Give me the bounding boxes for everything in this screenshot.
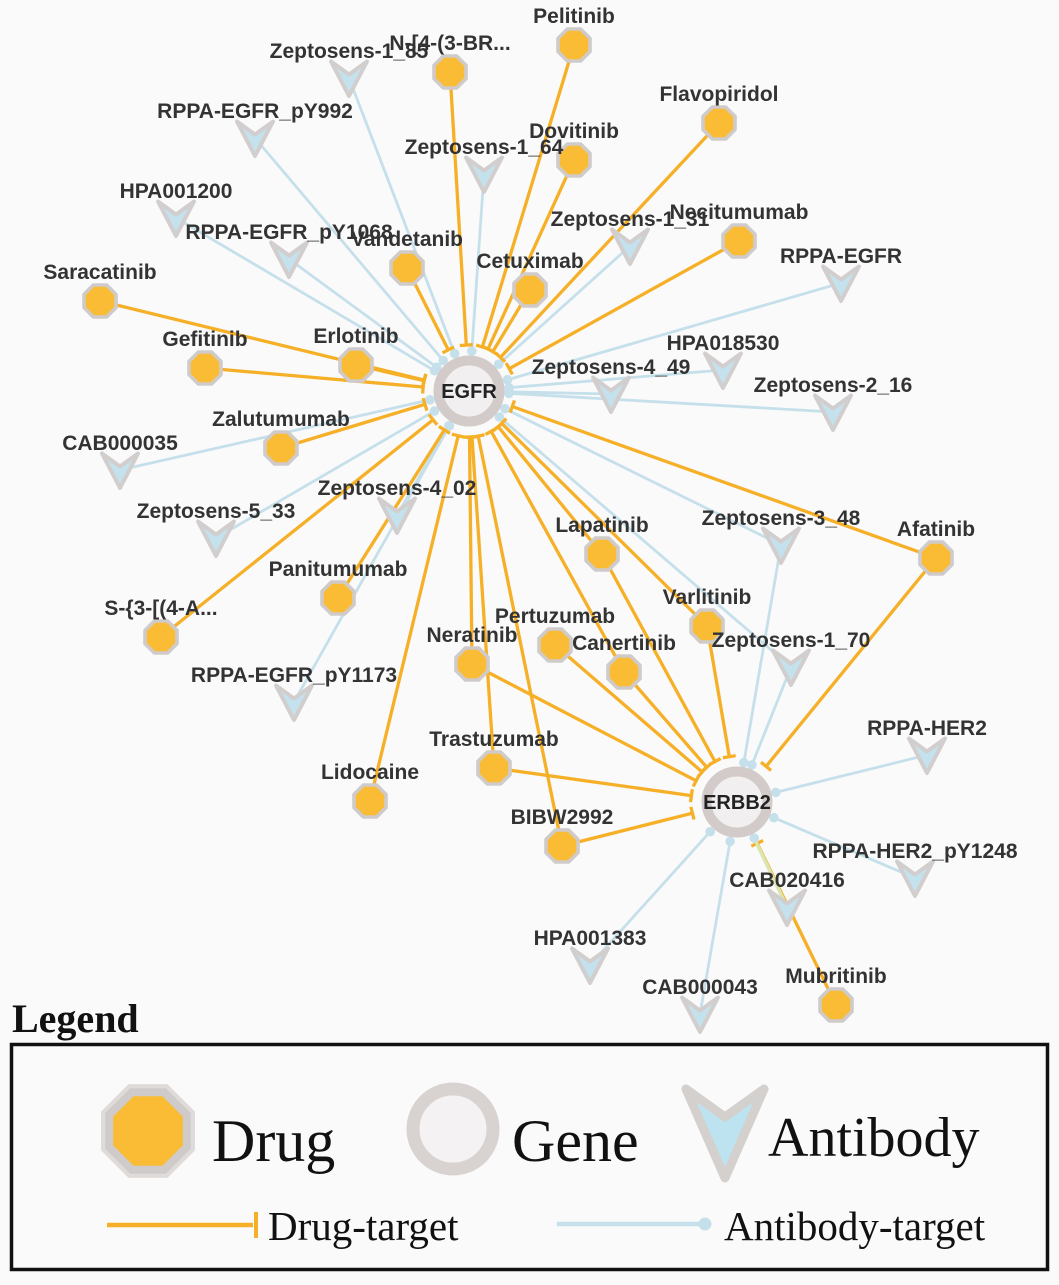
- svg-text:Afatinib: Afatinib: [897, 518, 975, 541]
- svg-text:Gefitinib: Gefitinib: [162, 328, 247, 351]
- svg-text:Canertinib: Canertinib: [572, 632, 676, 655]
- svg-text:Drug: Drug: [212, 1108, 335, 1174]
- svg-text:S-{3-[(4-A...: S-{3-[(4-A...: [104, 597, 217, 620]
- svg-text:Mubritinib: Mubritinib: [785, 965, 886, 988]
- svg-text:Cetuximab: Cetuximab: [476, 250, 583, 273]
- svg-text:EGFR: EGFR: [441, 381, 497, 403]
- svg-text:Varlitinib: Varlitinib: [663, 586, 752, 609]
- svg-text:Saracatinib: Saracatinib: [43, 261, 156, 284]
- svg-text:Pertuzumab: Pertuzumab: [495, 605, 615, 628]
- svg-text:RPPA-EGFR_pY1173: RPPA-EGFR_pY1173: [191, 664, 397, 687]
- svg-text:HPA001383: HPA001383: [534, 927, 647, 950]
- svg-text:RPPA-EGFR_pY1068: RPPA-EGFR_pY1068: [185, 221, 393, 244]
- svg-text:Flavopiridol: Flavopiridol: [659, 83, 778, 106]
- svg-text:Zeptosens-5_33: Zeptosens-5_33: [137, 500, 296, 523]
- svg-text:RPPA-HER2: RPPA-HER2: [867, 717, 987, 740]
- svg-text:Lapatinib: Lapatinib: [555, 514, 648, 537]
- svg-text:CAB000043: CAB000043: [642, 976, 758, 999]
- svg-text:Antibody-target: Antibody-target: [724, 1203, 986, 1249]
- svg-text:Drug-target: Drug-target: [268, 1203, 459, 1249]
- svg-text:RPPA-HER2_pY1248: RPPA-HER2_pY1248: [812, 840, 1017, 863]
- svg-text:HPA018530: HPA018530: [667, 332, 780, 355]
- svg-text:Panitumumab: Panitumumab: [269, 558, 408, 581]
- svg-text:Erlotinib: Erlotinib: [313, 325, 398, 348]
- svg-text:Zeptosens-3_48: Zeptosens-3_48: [702, 507, 861, 530]
- svg-text:ERBB2: ERBB2: [703, 792, 771, 814]
- svg-text:RPPA-EGFR: RPPA-EGFR: [780, 245, 902, 268]
- svg-text:Zeptosens-2_16: Zeptosens-2_16: [754, 374, 913, 397]
- svg-text:Zeptosens-1_64: Zeptosens-1_64: [405, 136, 564, 159]
- svg-text:Pelitinib: Pelitinib: [533, 5, 615, 28]
- svg-text:CAB020416: CAB020416: [729, 869, 845, 892]
- svg-text:CAB000035: CAB000035: [62, 432, 178, 455]
- svg-text:Trastuzumab: Trastuzumab: [429, 728, 559, 751]
- svg-text:Gene: Gene: [512, 1108, 639, 1174]
- svg-text:RPPA-EGFR_pY992: RPPA-EGFR_pY992: [157, 100, 353, 123]
- svg-text:Zeptosens-1_31: Zeptosens-1_31: [551, 208, 710, 231]
- svg-text:Lidocaine: Lidocaine: [321, 761, 419, 784]
- svg-text:Zeptosens-4_02: Zeptosens-4_02: [318, 477, 477, 500]
- svg-text:Zeptosens-1_85: Zeptosens-1_85: [270, 40, 429, 63]
- svg-text:Zeptosens-4_49: Zeptosens-4_49: [532, 356, 691, 379]
- svg-text:HPA001200: HPA001200: [120, 180, 233, 203]
- svg-text:Legend: Legend: [12, 996, 139, 1041]
- svg-text:BIBW2992: BIBW2992: [511, 806, 614, 829]
- svg-text:Antibody: Antibody: [768, 1107, 980, 1169]
- svg-text:Zalutumumab: Zalutumumab: [212, 408, 350, 431]
- svg-text:Zeptosens-1_70: Zeptosens-1_70: [712, 629, 871, 652]
